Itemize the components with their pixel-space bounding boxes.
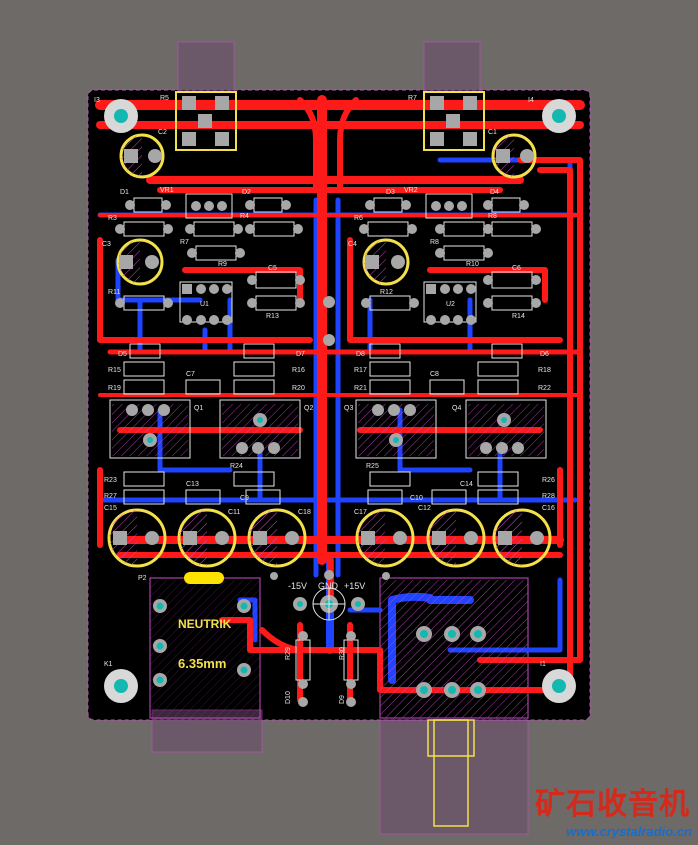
label-i4: I4	[528, 97, 534, 104]
label-d3: D3	[386, 189, 395, 196]
label-r13: R13	[266, 313, 279, 320]
label-c13: C13	[186, 481, 199, 488]
label-c8: C8	[430, 371, 439, 378]
label-d2: D2	[242, 189, 251, 196]
pads	[104, 96, 576, 707]
label-c12: C12	[418, 505, 431, 512]
label-c7: C7	[186, 371, 195, 378]
label-p2: P2	[138, 575, 147, 582]
label-c2: C2	[158, 129, 167, 136]
label-r9: R9	[218, 261, 227, 268]
label-r16: R16	[292, 367, 305, 374]
label-i1: I1	[540, 661, 546, 668]
label-r6: R6	[354, 215, 363, 222]
label-r3: R3	[108, 215, 117, 222]
label-u1: U1	[200, 301, 209, 308]
label-d5: D5	[118, 351, 127, 358]
label-d4: D4	[490, 189, 499, 196]
label-r30: R30	[339, 647, 346, 660]
label-c11: C11	[228, 509, 240, 516]
label-c4: C4	[348, 241, 357, 248]
label-c6: C6	[512, 265, 521, 272]
label-r7: R7	[180, 239, 189, 246]
label-i3: I3	[94, 97, 100, 104]
label-r17: R17	[354, 367, 367, 374]
label-r27: R27	[104, 493, 117, 500]
label-c16: C16	[542, 505, 555, 512]
label-q2: Q2	[304, 405, 313, 412]
jack-collar	[427, 719, 475, 757]
label-r19: R19	[108, 385, 121, 392]
label-r22: R22	[538, 385, 551, 392]
label-r11: R11	[108, 289, 120, 296]
label-c10: C10	[410, 495, 423, 502]
label-d8: D8	[356, 351, 365, 358]
label-r12: R12	[380, 289, 393, 296]
label-r25: R25	[366, 463, 379, 470]
label-r26: R26	[542, 477, 555, 484]
label-d1: D1	[120, 189, 129, 196]
label-c14: C14	[460, 481, 473, 488]
label-q4: Q4	[452, 405, 461, 412]
label-r8: R8	[488, 213, 497, 220]
watermark-url: www.crystalradio.cn	[566, 824, 692, 839]
label-r24: R24	[230, 463, 243, 470]
label-r8b: R8	[430, 239, 439, 246]
label-neutrik: NEUTRIK	[178, 617, 232, 631]
label-neg15v: -15V	[288, 581, 307, 591]
label-d10: D10	[285, 691, 292, 704]
label-r4: R4	[240, 213, 249, 220]
label-vr2: VR2	[404, 187, 418, 194]
label-r10: R10	[466, 261, 479, 268]
label-r28: R28	[542, 493, 555, 500]
label-d6: D6	[540, 351, 549, 358]
label-jack-size: 6.35mm	[178, 656, 226, 671]
label-c5: C5	[268, 265, 277, 272]
label-c17: C17	[354, 509, 367, 516]
label-q1: Q1	[194, 405, 203, 412]
label-r20: R20	[292, 385, 305, 392]
label-c15: C15	[104, 505, 117, 512]
label-k1: K1	[104, 661, 113, 668]
ref-labels: I3 I4 K1 I1 R5 R7 C2 C1 C3 C4 VR1 VR2 D1…	[94, 95, 555, 704]
label-r23: R23	[104, 477, 117, 484]
label-c1: C1	[488, 129, 497, 136]
label-r14: R14	[512, 313, 525, 320]
label-c3: C3	[102, 241, 111, 248]
label-r7-pot: R7	[408, 95, 417, 102]
trim-pots	[175, 91, 485, 151]
label-u2: U2	[446, 301, 455, 308]
watermark-cn: 矿石收音机	[535, 787, 690, 822]
label-pos15v: +15V	[344, 581, 365, 591]
label-r15: R15	[108, 367, 121, 374]
label-q3: Q3	[344, 405, 353, 412]
label-r5: R5	[160, 95, 169, 102]
jack-key	[184, 572, 224, 584]
label-c18: C18	[298, 509, 311, 516]
label-r29: R29	[285, 647, 292, 660]
label-d7: D7	[296, 351, 305, 358]
label-r21: R21	[354, 385, 367, 392]
label-r18: R18	[538, 367, 551, 374]
label-vr1: VR1	[160, 187, 174, 194]
label-c9: C9	[240, 495, 249, 502]
label-d9: D9	[339, 695, 346, 704]
label-gnd: GND	[318, 581, 339, 591]
